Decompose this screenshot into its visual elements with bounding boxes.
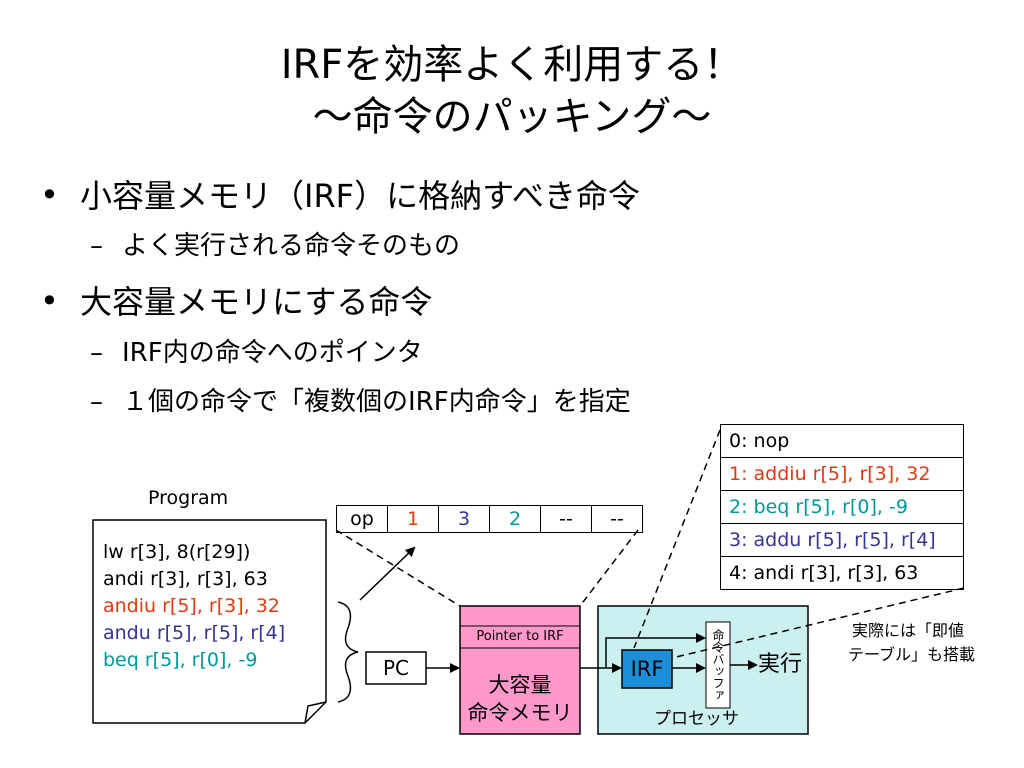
- op-field: 2: [489, 506, 540, 532]
- program-fold: [304, 701, 327, 724]
- sub-mark: –: [90, 231, 103, 261]
- dashed-line: [579, 529, 639, 607]
- irf-label: IRF: [630, 657, 664, 681]
- dashed-line: [633, 429, 721, 649]
- program-line: beq r[5], r[0], -9: [103, 649, 258, 671]
- program-line: andi r[3], r[3], 63: [103, 568, 268, 590]
- slide-title-line1: IRFを効率よく利用する！: [280, 42, 744, 88]
- brace: [337, 601, 359, 703]
- op-field: --: [540, 506, 591, 532]
- bullet-2-sub-2: １個の命令で「複数個のIRF内命令」を指定: [122, 387, 631, 417]
- exec-label: 実行: [758, 652, 803, 677]
- irf-table: 0: nop 1: addiu r[5], r[3], 32 2: beq r[…: [720, 424, 964, 590]
- processor-label: プロセッサ: [654, 709, 739, 729]
- program-label: Program: [148, 487, 229, 509]
- note-line2: テーブル」も搭載: [848, 645, 976, 664]
- slide-title-line2: ～命令のパッキング～: [312, 94, 712, 140]
- op-field: 3: [438, 506, 489, 532]
- irf-entry: 1: addiu r[5], r[3], 32: [720, 458, 964, 491]
- memory-box: [459, 605, 581, 735]
- bullet-2-sub-1: IRF内の命令へのポインタ: [122, 338, 423, 368]
- irf-box: [621, 649, 673, 689]
- buffer-box: [705, 621, 731, 709]
- bypass-arrow: [605, 633, 706, 668]
- irf-entry: 2: beq r[5], r[0], -9: [720, 491, 964, 524]
- memory-line1: 大容量: [488, 673, 552, 697]
- program-document: [92, 519, 327, 724]
- bullet-mark: •: [40, 176, 59, 214]
- program-listing: lw r[3], 8(r[29]) andi r[3], r[3], 63 an…: [93, 520, 326, 723]
- buffer-label: 命令バッファ: [711, 629, 725, 701]
- sub-mark: –: [90, 338, 103, 368]
- irf-entry: 0: nop: [720, 424, 964, 458]
- pc-label: PC: [382, 656, 410, 680]
- pc-box: [365, 651, 427, 685]
- note-line1: 実際には「即値: [852, 621, 965, 640]
- op-field: op: [350, 508, 374, 530]
- bullet-1-sub-1: よく実行される命令そのもの: [122, 231, 461, 261]
- memory-header: Pointer to IRF: [476, 629, 564, 644]
- pack-arrow: [359, 546, 416, 601]
- bullet-2: 大容量メモリにする命令: [80, 283, 433, 321]
- bullet-1: 小容量メモリ（IRF）に格納すべき命令: [80, 177, 640, 215]
- irf-entry: 4: andi r[3], r[3], 63: [720, 557, 964, 590]
- bullet-mark: •: [40, 282, 59, 320]
- dashed-line: [335, 529, 461, 607]
- program-line: andu r[5], r[5], r[4]: [103, 622, 286, 644]
- irf-entry: 3: addu r[5], r[5], r[4]: [720, 524, 964, 557]
- packed-instruction: op 1 3 2 -- --: [336, 505, 643, 533]
- op-field: 1: [387, 506, 438, 532]
- memory-line2: 命令メモリ: [467, 701, 573, 725]
- op-field: --: [591, 506, 642, 532]
- program-line: andiu r[5], r[3], 32: [103, 595, 280, 617]
- dashed-line: [671, 587, 965, 659]
- sub-mark: –: [90, 387, 103, 417]
- program-line: lw r[3], 8(r[29]): [103, 541, 251, 563]
